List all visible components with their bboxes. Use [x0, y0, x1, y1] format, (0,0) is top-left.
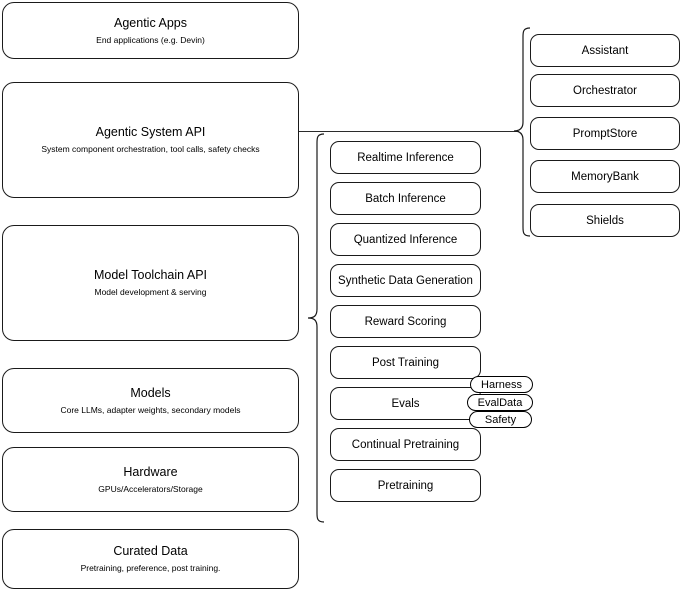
layer-subtitle: GPUs/Accelerators/Storage	[98, 483, 203, 494]
layer-box-model-toolchain-api[interactable]: Model Toolchain API Model development & …	[2, 225, 299, 341]
agentic-box-orchestrator[interactable]: Orchestrator	[530, 74, 680, 107]
layer-subtitle: System component orchestration, tool cal…	[41, 144, 260, 154]
layer-title: Model Toolchain API	[93, 268, 208, 282]
toolchain-label: Pretraining	[377, 479, 434, 492]
evals-pill-label: Harness	[481, 378, 522, 391]
layer-box-agentic-system-api[interactable]: Agentic System API System component orch…	[2, 82, 299, 198]
layer-box-models[interactable]: Models Core LLMs, adapter weights, secon…	[2, 368, 299, 433]
toolchain-box-reward-scoring[interactable]: Reward Scoring	[330, 305, 481, 338]
toolchain-label: Quantized Inference	[353, 233, 458, 246]
layer-title: Agentic Apps	[114, 15, 187, 30]
layer-subtitle: Pretraining, preference, post training.	[80, 563, 221, 573]
toolchain-label: Synthetic Data Generation	[338, 274, 473, 287]
connector-agentic-system-to-components	[299, 131, 519, 132]
toolchain-box-post-training[interactable]: Post Training	[330, 346, 481, 379]
toolchain-box-evals[interactable]: Evals	[330, 387, 481, 420]
agentic-label: PromptStore	[572, 127, 638, 140]
toolchain-label: Reward Scoring	[364, 315, 447, 328]
toolchain-label: Realtime Inference	[357, 151, 454, 164]
layer-title: Agentic System API	[95, 125, 206, 139]
agentic-box-shields[interactable]: Shields	[530, 204, 680, 237]
toolchain-box-synthetic-data-generation[interactable]: Synthetic Data Generation	[330, 264, 481, 297]
layer-title: Curated Data	[113, 544, 188, 558]
toolchain-box-batch-inference[interactable]: Batch Inference	[330, 182, 481, 215]
agentic-label: Shields	[586, 214, 624, 227]
layer-box-curated-data[interactable]: Curated Data Pretraining, preference, po…	[2, 529, 299, 589]
toolchain-label: Post Training	[371, 356, 440, 369]
toolchain-label: Batch Inference	[365, 192, 446, 205]
toolchain-box-quantized-inference[interactable]: Quantized Inference	[330, 223, 481, 256]
agentic-box-assistant[interactable]: Assistant	[530, 34, 680, 67]
evals-pill-label: EvalData	[477, 396, 523, 409]
agentic-label: Assistant	[581, 44, 629, 57]
agentic-box-promptstore[interactable]: PromptStore	[530, 117, 680, 150]
layer-subtitle: Core LLMs, adapter weights, secondary mo…	[60, 404, 241, 415]
toolchain-label: Continual Pretraining	[351, 438, 460, 451]
toolchain-label: Evals	[391, 397, 420, 410]
brace-agentic-components	[513, 27, 531, 237]
evals-pill-label: Safety	[484, 413, 517, 426]
toolchain-box-realtime-inference[interactable]: Realtime Inference	[330, 141, 481, 174]
evals-pill-evaldata[interactable]: EvalData	[467, 394, 533, 411]
agentic-label: MemoryBank	[571, 170, 639, 183]
layer-title: Hardware	[123, 464, 178, 479]
agentic-label: Orchestrator	[573, 84, 637, 97]
layer-subtitle: Model development & serving	[94, 287, 207, 297]
agentic-box-memorybank[interactable]: MemoryBank	[530, 160, 680, 193]
evals-pill-harness[interactable]: Harness	[470, 376, 533, 393]
layer-subtitle: End applications (e.g. Devin)	[96, 34, 205, 45]
layer-box-agentic-apps[interactable]: Agentic Apps End applications (e.g. Devi…	[2, 2, 299, 59]
brace-toolchain-components	[307, 133, 325, 523]
evals-pill-safety[interactable]: Safety	[469, 411, 532, 428]
layer-box-hardware[interactable]: Hardware GPUs/Accelerators/Storage	[2, 447, 299, 512]
layer-title: Models	[130, 385, 171, 400]
toolchain-box-continual-pretraining[interactable]: Continual Pretraining	[330, 428, 481, 461]
toolchain-box-pretraining[interactable]: Pretraining	[330, 469, 481, 502]
